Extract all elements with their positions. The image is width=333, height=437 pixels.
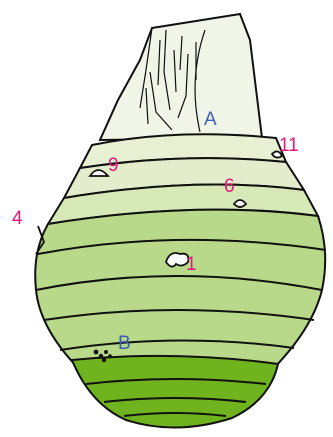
label-4: 4 xyxy=(12,208,23,229)
base-segment xyxy=(72,356,278,428)
label-1: 1 xyxy=(186,254,197,275)
label-11: 11 xyxy=(279,135,299,156)
label-9: 9 xyxy=(108,155,119,176)
label-6: 6 xyxy=(224,176,235,197)
stem xyxy=(100,14,262,140)
label-b: B xyxy=(118,333,131,354)
label-a: A xyxy=(204,109,217,130)
scar-1 xyxy=(166,253,188,267)
scar-6 xyxy=(234,200,246,207)
